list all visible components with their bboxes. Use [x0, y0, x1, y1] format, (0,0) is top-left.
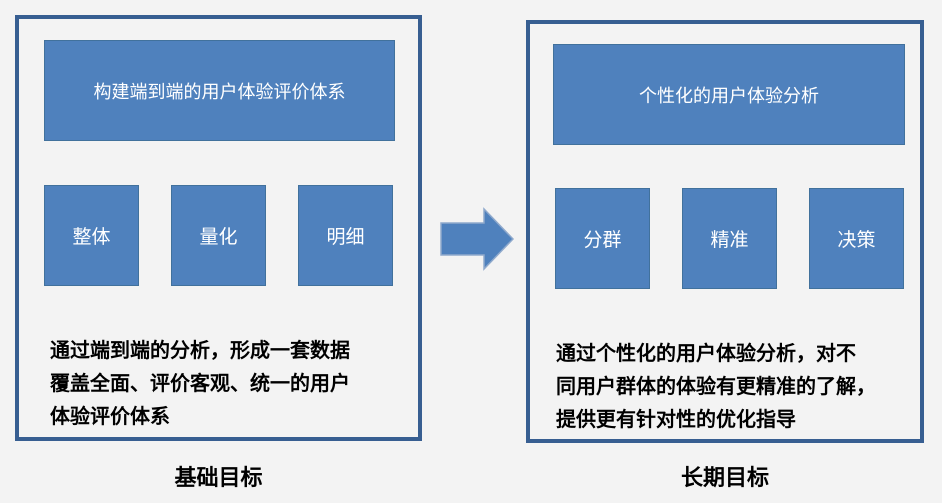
right-item-box-1: 分群: [555, 188, 650, 289]
right-header-label: 个性化的用户体验分析: [639, 85, 819, 107]
left-item-label-3: 明细: [326, 226, 365, 248]
left-description-line: 覆盖全面、评价客观、统一的用户: [50, 371, 350, 395]
right-item-label-1: 分群: [583, 229, 622, 251]
right-description-line: 提供更有针对性的优化指导: [556, 407, 796, 431]
right-description-line: 通过个性化的用户体验分析，对不: [556, 341, 856, 365]
left-description: 通过端到端的分析，形成一套数据 覆盖全面、评价客观、统一的用户 体验评价体系: [50, 334, 405, 433]
left-header-label: 构建端到端的用户体验评价体系: [93, 81, 346, 103]
left-panel-title: 基础目标: [174, 466, 263, 491]
right-panel: 个性化的用户体验分析 分群 精准 决策 通过个性化的用户体验分析，对不 同用户群…: [526, 20, 924, 443]
left-description-line: 体验评价体系: [50, 404, 170, 428]
right-arrow-icon: [440, 207, 515, 271]
right-description-line: 同用户群体的体验有更精准的了解，: [556, 374, 876, 398]
right-description: 通过个性化的用户体验分析，对不 同用户群体的体验有更精准的了解， 提供更有针对性…: [556, 337, 916, 436]
right-panel-title: 长期目标: [680, 466, 769, 491]
right-item-label-3: 决策: [837, 229, 876, 251]
left-item-label-2: 量化: [199, 226, 238, 248]
right-item-box-3: 决策: [809, 188, 904, 289]
left-panel: 构建端到端的用户体验评价体系 整体 量化 明细 通过端到端的分析，形成一套数据 …: [15, 15, 422, 441]
left-header-box: 构建端到端的用户体验评价体系: [44, 40, 395, 141]
right-header-box: 个性化的用户体验分析: [553, 44, 905, 145]
left-item-box-2: 量化: [171, 185, 266, 286]
left-description-line: 通过端到端的分析，形成一套数据: [50, 338, 350, 362]
left-item-label-1: 整体: [72, 226, 111, 248]
left-item-box-1: 整体: [44, 185, 139, 286]
right-item-box-2: 精准: [682, 188, 777, 289]
right-item-label-2: 精准: [710, 229, 749, 251]
left-item-box-3: 明细: [298, 185, 393, 286]
